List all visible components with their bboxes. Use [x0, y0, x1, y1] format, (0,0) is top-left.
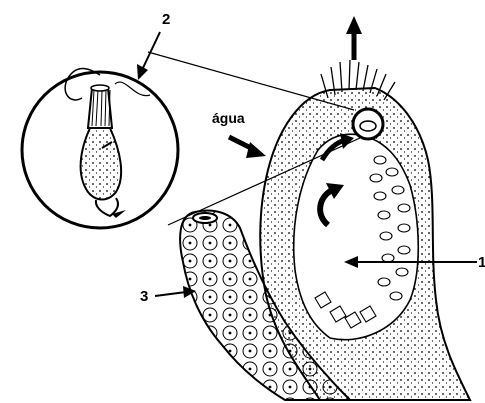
- magnified-choanocyte: [22, 69, 178, 228]
- main-sponge-body: [260, 60, 470, 400]
- label-2: 2: [162, 11, 170, 28]
- label-1: 1: [478, 254, 485, 271]
- label-water: água: [212, 110, 245, 126]
- label-3: 3: [140, 288, 148, 305]
